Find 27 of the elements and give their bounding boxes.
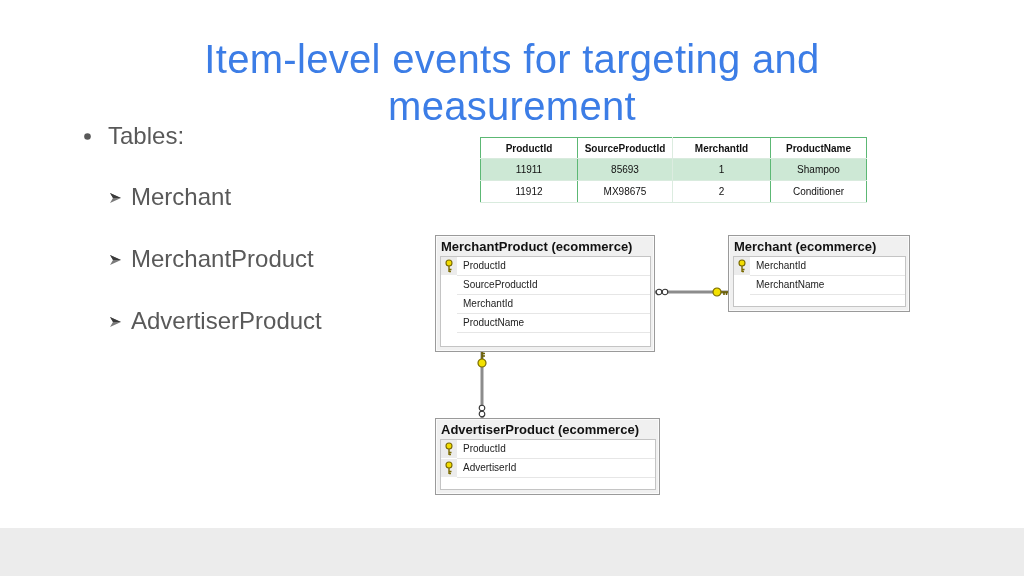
table-title: AdvertiserProduct (ecommerce) [441, 422, 639, 437]
column-header: ProductName [770, 137, 867, 159]
column-name: ProductName [457, 314, 650, 333]
relationship-line [477, 351, 487, 418]
bullet-text: Merchant [131, 184, 232, 210]
column-name: MerchantName [750, 276, 905, 295]
bullet-text: AdvertiserProduct [131, 308, 322, 334]
column-header: SourceProductId [577, 137, 673, 159]
column-name: MerchantId [457, 295, 650, 314]
column-name: ProductId [457, 257, 650, 276]
relationship-line [655, 287, 729, 297]
entity-table [435, 418, 660, 495]
column-header: ProductId [480, 137, 578, 159]
entity-table [435, 235, 655, 352]
column-header: MerchantId [672, 137, 771, 159]
entity-table [728, 235, 910, 312]
table-cell: 11912 [480, 180, 578, 203]
table-title: Merchant (ecommerce) [734, 239, 877, 254]
column-name: ProductId [457, 440, 655, 459]
bullet-text: Tables: [108, 123, 185, 149]
table-cell: 11911 [480, 158, 578, 181]
slide-title: Item-level events for targeting and measurement [203, 36, 821, 130]
column-name: MerchantId [750, 257, 905, 276]
bullet-text: MerchantProduct [131, 246, 314, 272]
column-name: AdvertiserId [457, 459, 655, 478]
table-title: MerchantProduct (ecommerce) [441, 239, 633, 254]
column-name: SourceProductId [457, 276, 650, 295]
